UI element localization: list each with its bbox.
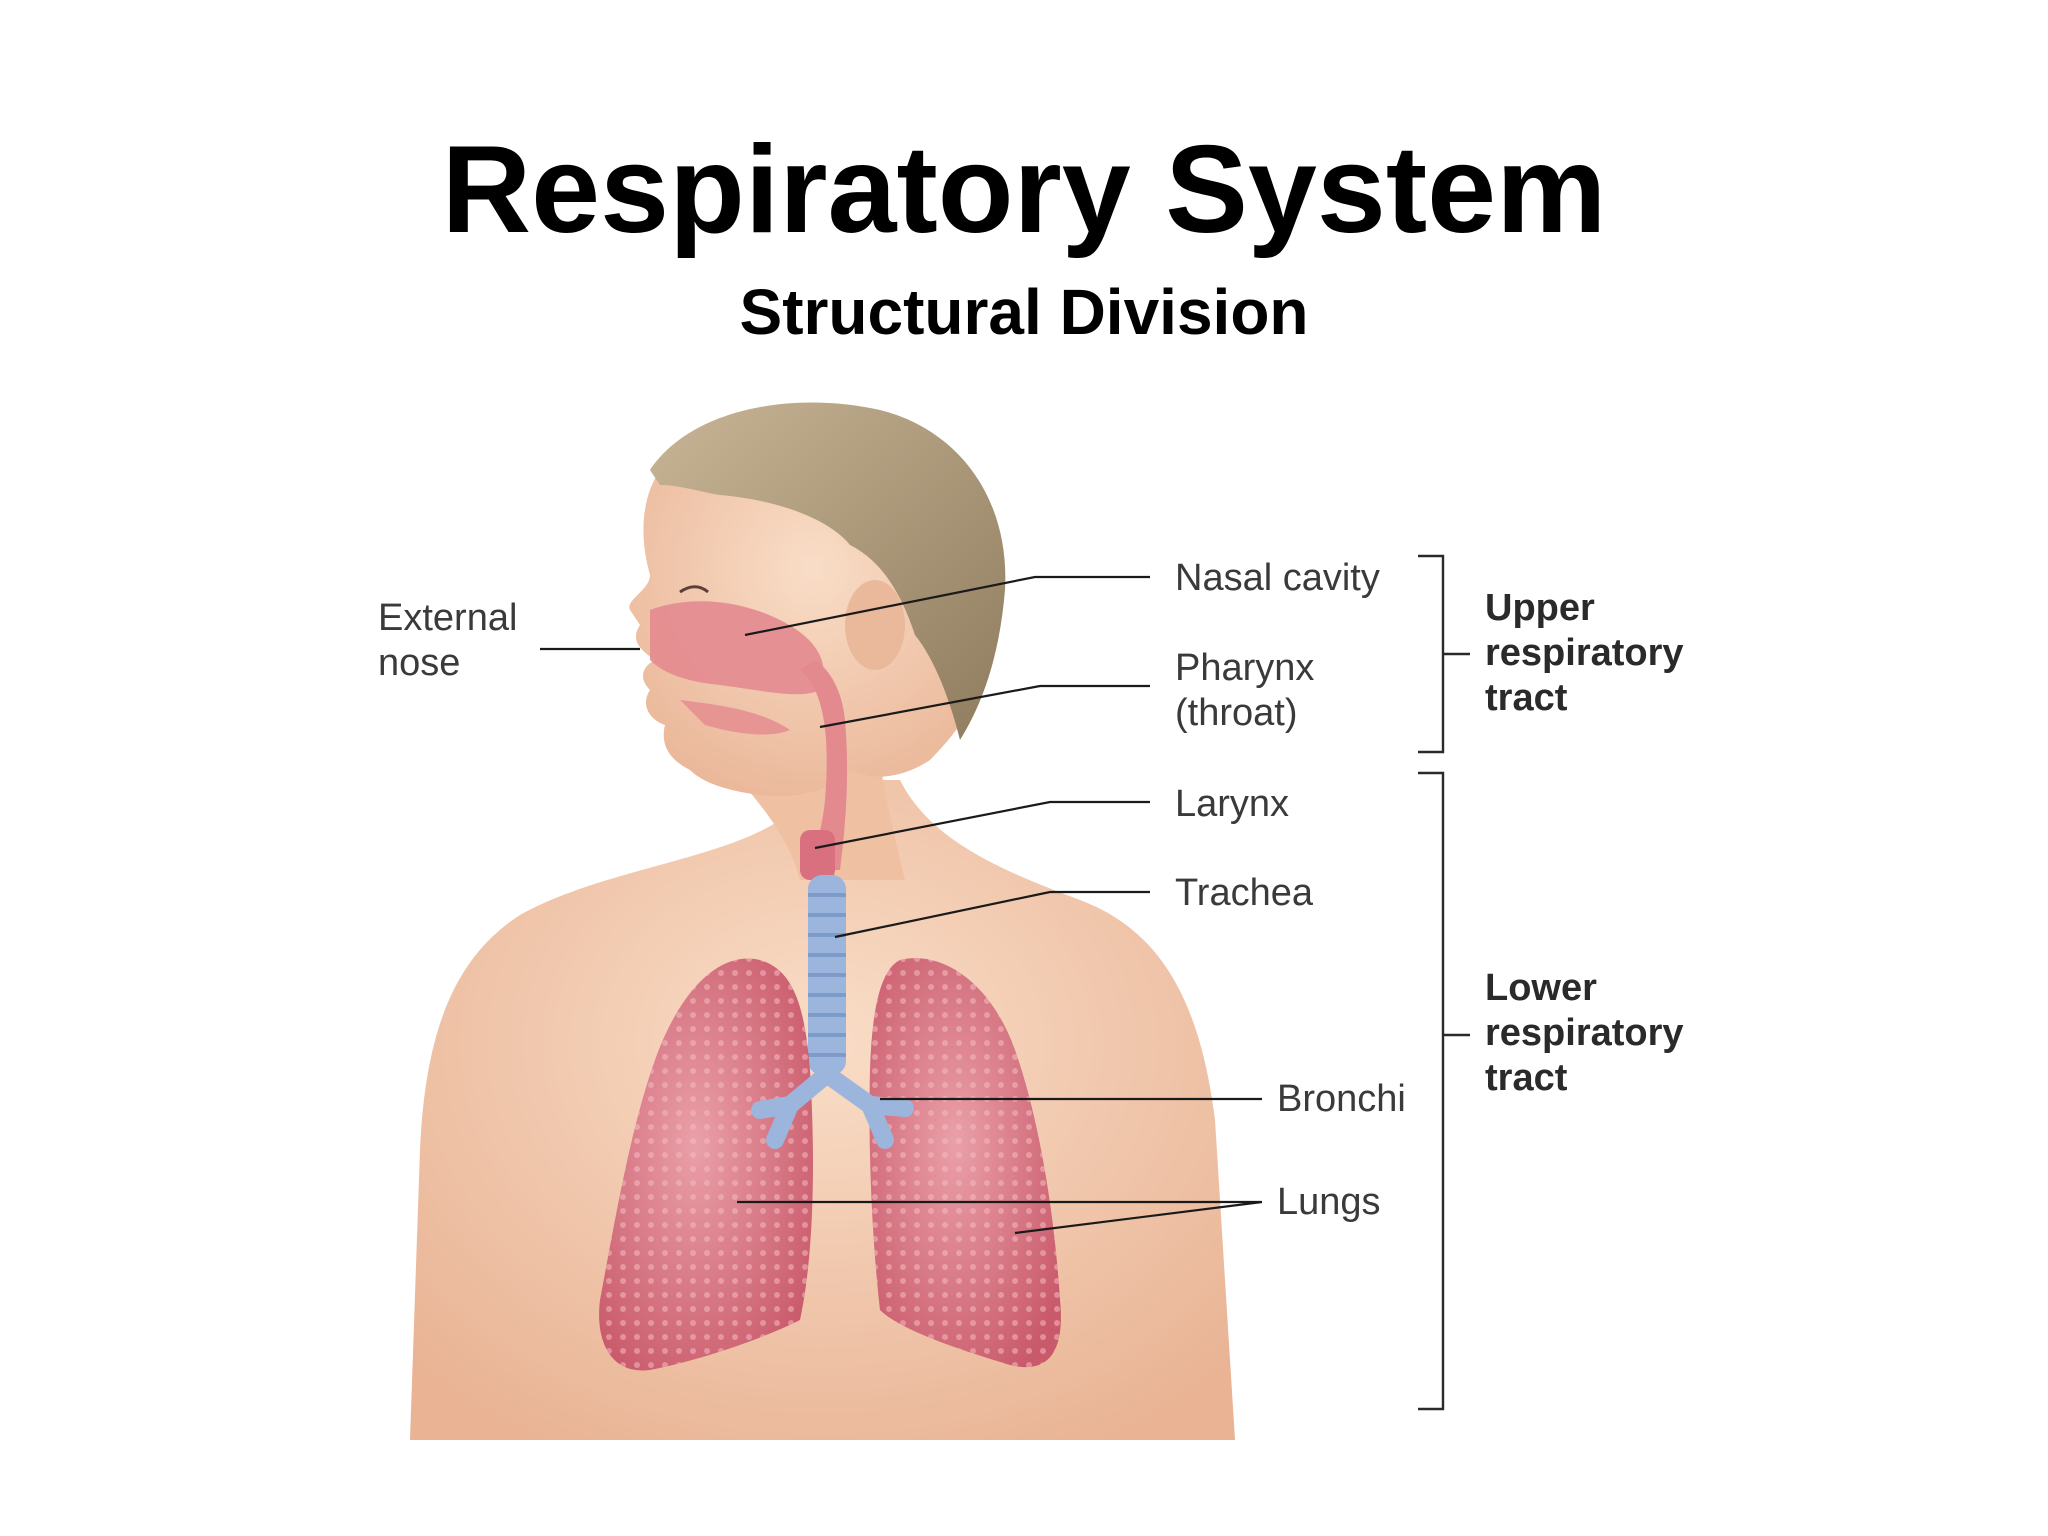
pharynx: [800, 660, 848, 870]
larynx: [800, 830, 835, 880]
leader-larynx: [814, 800, 1150, 850]
label-pharynx-line2: (throat): [1175, 692, 1297, 734]
page-subtitle: Structural Division: [739, 276, 1309, 348]
label-external-nose-line2: nose: [378, 642, 460, 684]
hair: [650, 402, 1006, 740]
label-bronchi: Bronchi: [1277, 1078, 1406, 1120]
label-lower-tract-line1: Lower: [1485, 967, 1597, 1009]
label-lower-tract-line3: tract: [1485, 1057, 1568, 1099]
label-lower-tract-line2: respiratory: [1485, 1012, 1684, 1054]
leader-trachea: [834, 890, 1150, 939]
bronchi: [751, 1066, 914, 1149]
label-pharynx-line1: Pharynx: [1175, 647, 1314, 689]
page-title: Respiratory System: [441, 121, 1607, 259]
nasal-cavity: [650, 601, 824, 695]
right-lung-texture: [869, 958, 1061, 1368]
label-upper-tract-line2: respiratory: [1485, 632, 1684, 674]
leader-nasal-cavity: [744, 575, 1150, 637]
left-lung-texture: [599, 958, 813, 1371]
leader-pharynx: [819, 684, 1150, 729]
label-larynx: Larynx: [1175, 783, 1289, 825]
leader-lungs: [737, 1200, 1263, 1235]
upper-tract-bracket: [1418, 554, 1470, 754]
ear: [845, 580, 905, 670]
eye: [679, 585, 709, 594]
mouth-airway: [680, 700, 790, 735]
lower-tract-bracket: [1418, 771, 1470, 1411]
label-lungs: Lungs: [1277, 1181, 1381, 1223]
label-upper-tract-line1: Upper: [1485, 587, 1595, 629]
label-trachea: Trachea: [1175, 872, 1314, 914]
label-nasal-cavity: Nasal cavity: [1175, 557, 1380, 599]
label-upper-tract-line3: tract: [1485, 677, 1568, 719]
label-external-nose-line1: External: [378, 597, 517, 639]
